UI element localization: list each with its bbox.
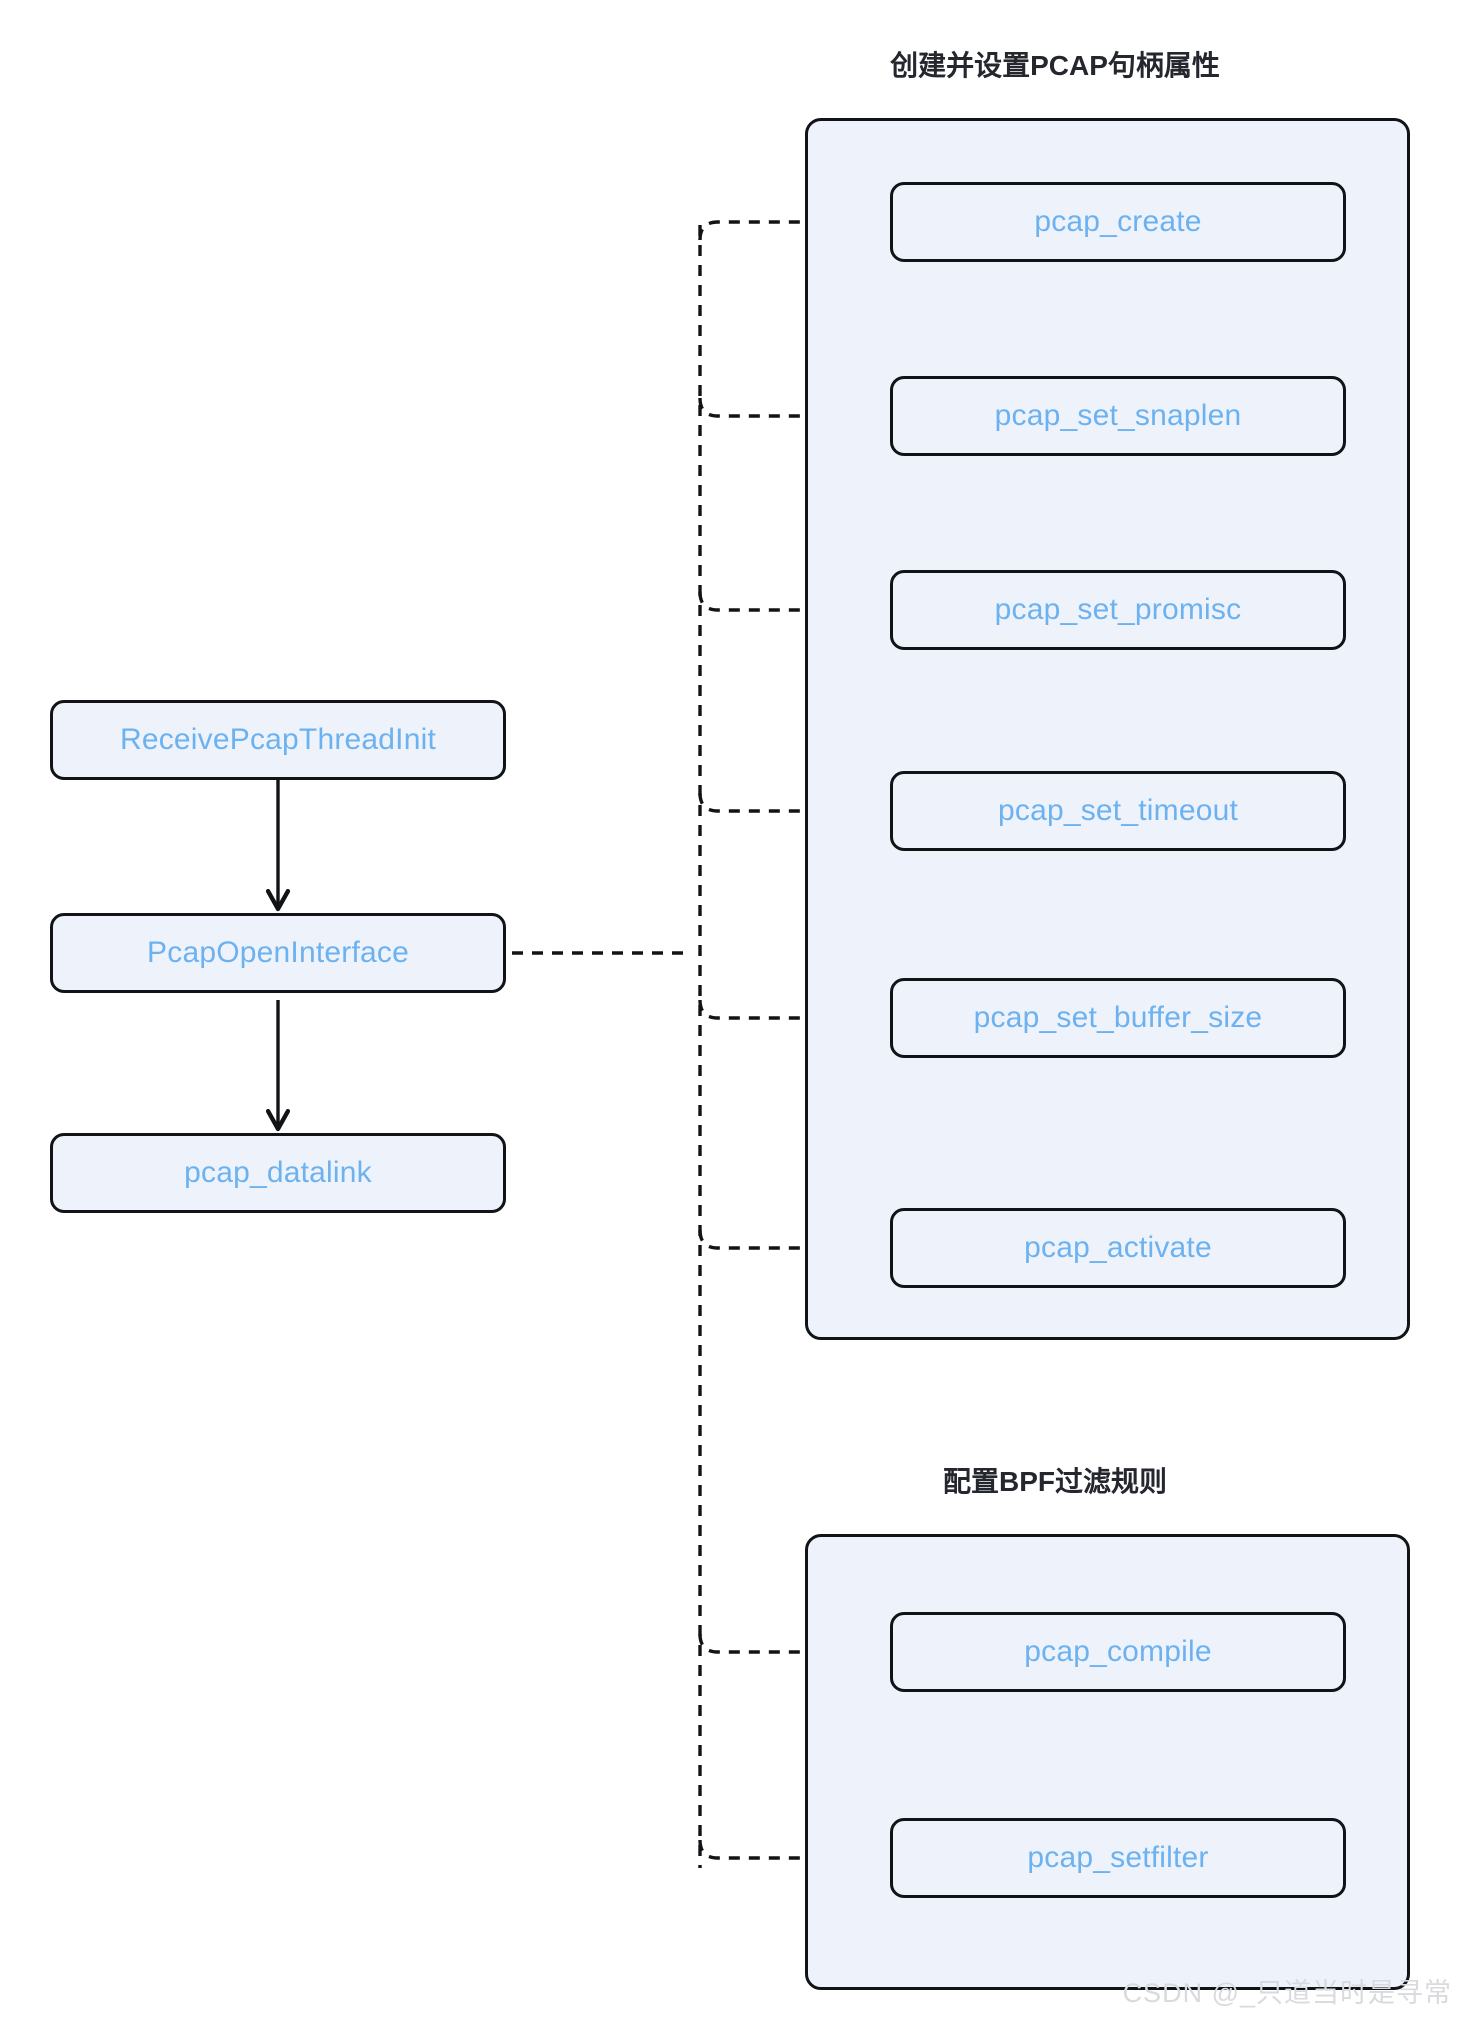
csdn-watermark: CSDN @_只道当时是寻常 bbox=[1122, 1978, 1452, 2008]
node-pcap-open-interface[interactable]: PcapOpenInterface bbox=[50, 913, 506, 993]
node-pcap-set-buffer-size[interactable]: pcap_set_buffer_size bbox=[890, 978, 1346, 1058]
node-pcap-set-snaplen[interactable]: pcap_set_snaplen bbox=[890, 376, 1346, 456]
branch-pcap-set-promisc bbox=[698, 591, 873, 610]
node-pcap-datalink[interactable]: pcap_datalink bbox=[50, 1133, 506, 1213]
branch-pcap-setfilter bbox=[698, 1839, 873, 1858]
group-2-panel bbox=[805, 1534, 1410, 1990]
group-2-title: 配置BPF过滤规则 bbox=[942, 1466, 1167, 1497]
node-pcap-set-promisc[interactable]: pcap_set_promisc bbox=[890, 570, 1346, 650]
group-1-title: 创建并设置PCAP句柄属性 bbox=[890, 50, 1220, 81]
branch-pcap-set-timeout bbox=[698, 792, 873, 811]
branch-pcap-compile bbox=[698, 1633, 873, 1652]
node-pcap-setfilter[interactable]: pcap_setfilter bbox=[890, 1818, 1346, 1898]
node-pcap-activate[interactable]: pcap_activate bbox=[890, 1208, 1346, 1288]
node-pcap-compile[interactable]: pcap_compile bbox=[890, 1612, 1346, 1692]
group-1-panel bbox=[805, 118, 1410, 1340]
node-receive-pcap-thread-init[interactable]: ReceivePcapThreadInit bbox=[50, 700, 506, 780]
branch-pcap-create bbox=[698, 222, 873, 241]
branch-pcap-set-buffer-size bbox=[698, 999, 873, 1018]
node-pcap-create[interactable]: pcap_create bbox=[890, 182, 1346, 262]
branch-pcap-activate bbox=[698, 1229, 873, 1248]
branch-pcap-set-snaplen bbox=[698, 397, 873, 416]
node-pcap-set-timeout[interactable]: pcap_set_timeout bbox=[890, 771, 1346, 851]
